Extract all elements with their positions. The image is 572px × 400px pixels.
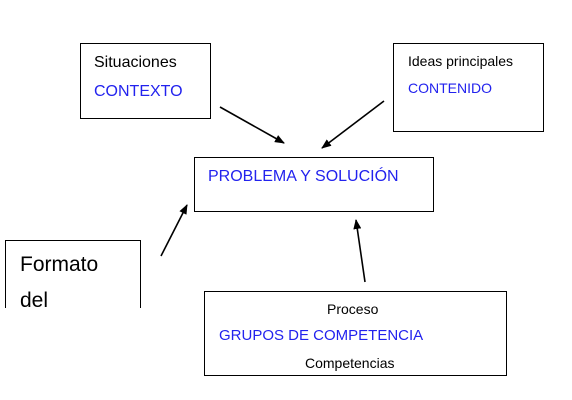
node-situaciones-subtitle: CONTEXTO [94, 83, 183, 100]
arrow-formato-to-problema [160, 204, 188, 257]
node-formato-title: Formato [20, 253, 99, 276]
node-proceso-subtitle: GRUPOS DE COMPETENCIA [219, 327, 424, 344]
arrow-situaciones-to-problema [219, 106, 285, 144]
node-situaciones: Situaciones CONTEXTO [80, 43, 211, 119]
node-proceso-title: Proceso [327, 301, 379, 317]
node-formato-subtitle: del [20, 289, 49, 308]
node-ideas-subtitle: CONTENIDO [408, 80, 492, 96]
node-formato: Formato del [5, 240, 141, 308]
node-ideas-title: Ideas principales [408, 53, 514, 69]
node-proceso: Proceso GRUPOS DE COMPETENCIA Competenci… [204, 291, 507, 376]
node-ideas: Ideas principales CONTENIDO [393, 43, 544, 132]
node-situaciones-title: Situaciones [94, 54, 177, 71]
node-problema: PROBLEMA Y SOLUCIÓN [194, 157, 434, 212]
node-problema-label: PROBLEMA Y SOLUCIÓN [208, 168, 399, 185]
arrow-proceso-to-problema [353, 219, 366, 283]
node-proceso-detail: Competencias [305, 355, 395, 371]
arrow-ideas-to-problema [321, 100, 385, 149]
